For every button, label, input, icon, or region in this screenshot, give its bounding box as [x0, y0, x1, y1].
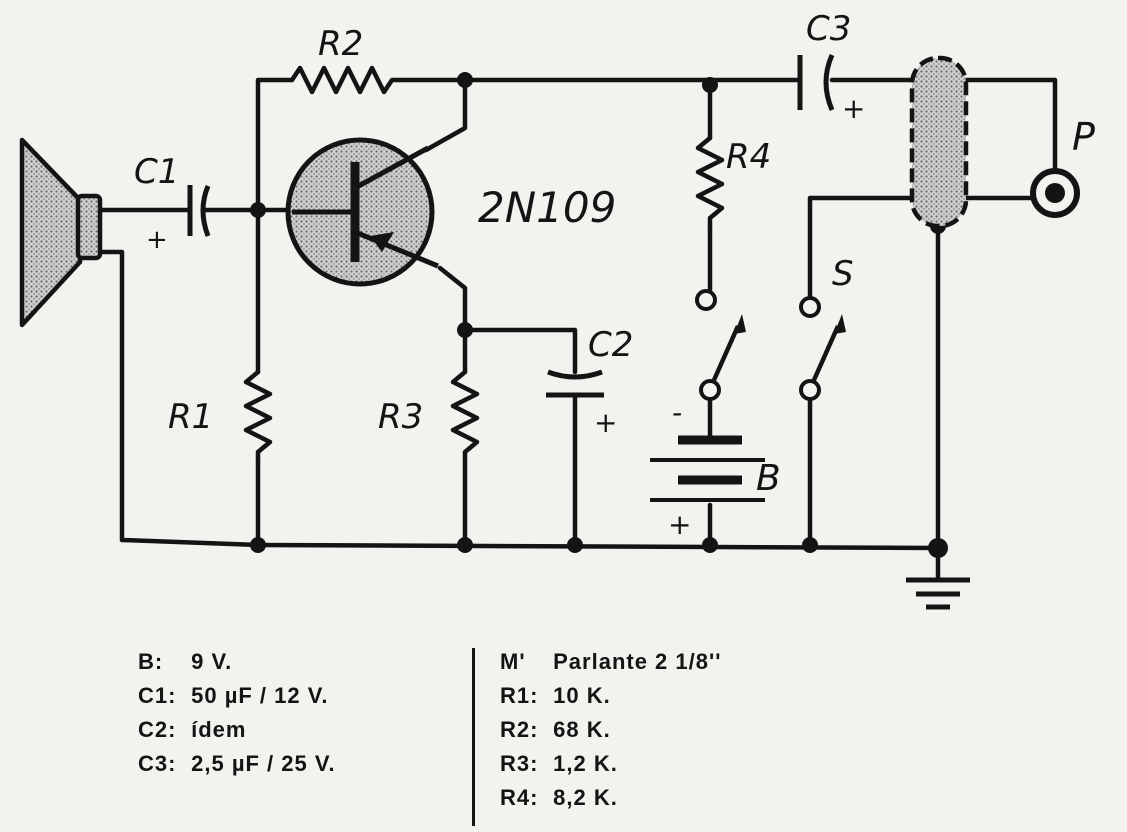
r2-label: R2: [318, 24, 363, 64]
legend-row: C3: 2,5 µF / 25 V.: [138, 747, 336, 781]
c2-label: C2: [588, 325, 633, 365]
legend-key: C3:: [138, 751, 177, 776]
c2-plus: +: [594, 406, 617, 439]
legend-row: C2: ídem: [138, 713, 336, 747]
legend-row: C1: 50 µF / 12 V.: [138, 679, 336, 713]
c2-capacitor: [546, 369, 604, 398]
legend-value: 1,2 K.: [553, 751, 618, 776]
legend-row: R3: 1,2 K.: [500, 747, 721, 781]
battery-plus: +: [668, 508, 691, 541]
legend-key: C2:: [138, 717, 177, 742]
r4-label: R4: [726, 137, 771, 177]
r3-resistor: [450, 369, 480, 461]
c1-plus: +: [146, 225, 168, 255]
c1-label: C1: [134, 152, 179, 192]
legend-key: R1:: [500, 683, 539, 708]
legend-row: R1: 10 K.: [500, 679, 721, 713]
c3-label: C3: [806, 9, 851, 49]
legend-value: 2,5 µF / 25 V.: [191, 751, 336, 776]
legend-divider: [472, 648, 475, 826]
ground-symbol: [906, 577, 970, 610]
r1-resistor: [243, 369, 273, 461]
legend-value: 8,2 K.: [553, 785, 618, 810]
r2-resistor: [289, 65, 403, 95]
legend-value: Parlante 2 1/8'': [553, 649, 722, 674]
legend-value: 9 V.: [191, 649, 233, 674]
switch-s: [799, 296, 846, 401]
legend-key: M': [500, 649, 526, 674]
legend-right: M' Parlante 2 1/8'' R1: 10 K. R2: 68 K. …: [500, 645, 721, 815]
speaker-symbol: [19, 137, 103, 328]
legend-row: R2: 68 K.: [500, 713, 721, 747]
r3-label: R3: [378, 397, 423, 437]
legend-key: R3:: [500, 751, 539, 776]
legend-key: R2:: [500, 717, 539, 742]
legend-value: 10 K.: [553, 683, 611, 708]
switch-label: S: [832, 254, 854, 294]
legend-key: B:: [138, 649, 164, 674]
battery-b: [650, 435, 765, 502]
transistor-2n109: [285, 137, 439, 287]
c1-capacitor: [187, 185, 211, 237]
shielded-cable: [909, 55, 969, 229]
battery-label: B: [756, 458, 781, 499]
legend-row: B: 9 V.: [138, 645, 336, 679]
r4-resistor: [695, 135, 725, 233]
legend-row: M' Parlante 2 1/8'': [500, 645, 721, 679]
legend-value: 50 µF / 12 V.: [191, 683, 329, 708]
battery-minus: -: [672, 396, 682, 429]
legend-left: B: 9 V. C1: 50 µF / 12 V. C2: ídem C3: 2…: [138, 645, 336, 781]
c3-plus: +: [842, 92, 865, 125]
battery-switch: [695, 289, 746, 401]
legend-key: C1:: [138, 683, 177, 708]
c3-capacitor: [797, 53, 835, 111]
legend-key: R4:: [500, 785, 539, 810]
transistor-label: 2N109: [478, 183, 616, 232]
r1-label: R1: [168, 397, 213, 437]
output-jack: [1030, 168, 1080, 218]
legend-value: 68 K.: [553, 717, 611, 742]
circuit-schematic: C1 + R2 2N109 R1 R3 C2 + R4: [19, 9, 1095, 610]
legend-value: ídem: [191, 717, 247, 742]
output-label: P: [1072, 115, 1095, 159]
legend-row: R4: 8,2 K.: [500, 781, 721, 815]
